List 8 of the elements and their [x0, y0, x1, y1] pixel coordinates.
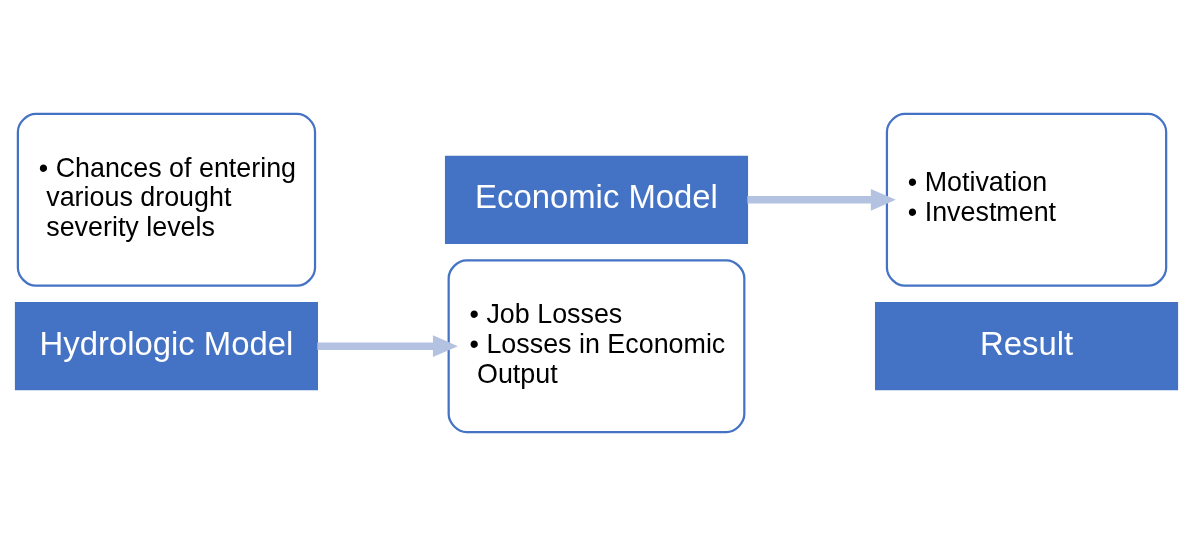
arrow: [747, 188, 896, 211]
node-box: Economic Model: [444, 155, 749, 244]
node-box: • Motivation • Investment: [885, 112, 1168, 287]
node-box: Hydrologic Model: [14, 302, 318, 391]
node-box: Result: [875, 302, 1179, 391]
node-box: • Job Losses • Losses in Economic Output: [447, 259, 746, 434]
node-box: • Chances of entering various drought severity levels: [16, 112, 317, 287]
arrow: [317, 335, 458, 358]
